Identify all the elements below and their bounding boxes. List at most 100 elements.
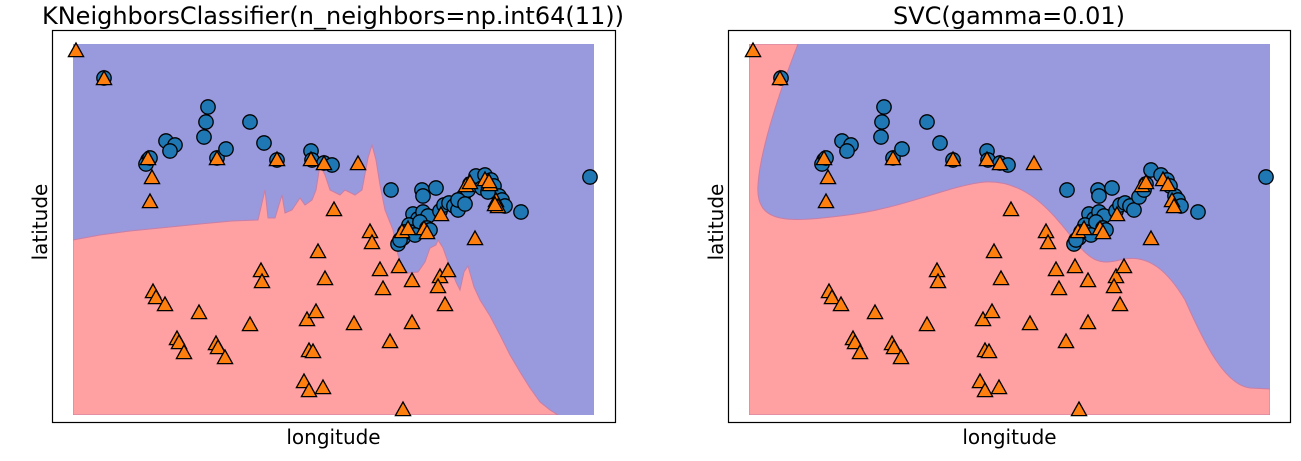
class1-triangle-marker [992,269,1010,286]
class1-triangle-marker [363,233,381,250]
class1-region [749,44,1270,415]
class1-triangle-marker [390,257,408,274]
class0-circle-marker [256,135,272,151]
class1-triangle-marker [399,219,417,236]
class1-triangle-marker [253,272,271,289]
class1-triangle-marker [1079,271,1097,288]
class0-circle-marker [513,204,529,220]
class1-triangle-marker [819,168,837,185]
class1-triangle-marker [141,192,159,209]
class1-triangle-marker [309,242,327,259]
class1-triangle-marker [371,260,389,277]
class0-circle-marker [383,182,399,198]
class1-triangle-marker [315,154,333,171]
svc-axes [727,29,1292,424]
class1-triangle-marker [823,288,841,305]
class1-triangle-marker [268,150,286,167]
class1-region [73,143,559,415]
svc-ylabel: latitude [704,183,728,261]
class1-triangle-marker [815,149,833,166]
class1-triangle-marker [884,149,902,166]
class0-circle-marker [457,196,473,212]
class1-triangle-marker [817,192,835,209]
class1-triangle-marker [1039,233,1057,250]
class0-circle-marker [218,141,234,157]
class0-circle-marker [1190,204,1206,220]
class1-triangle-marker [429,277,447,294]
class1-triangle-marker [381,332,399,349]
class0-circle-marker [873,129,889,145]
class1-triangle-marker [143,168,161,185]
class1-triangle-marker [832,295,850,312]
class1-triangle-marker [300,381,318,398]
knn-panel: KNeighborsClassifier(n_neighbors=np.int6… [8,0,658,461]
class1-triangle-marker [208,149,226,166]
class0-circle-marker [428,180,444,196]
class1-triangle-marker [1108,205,1126,222]
class0-circle-marker [196,129,212,145]
class0-circle-marker [415,188,431,204]
class1-triangle-marker [304,342,322,359]
class1-triangle-marker [209,338,227,355]
class1-triangle-marker [298,310,316,327]
knn-title: KNeighborsClassifier(n_neighbors=np.int6… [41,2,624,30]
class0-circle-marker [894,141,910,157]
class0-circle-marker [932,135,948,151]
class1-triangle-marker [851,343,869,360]
svc-title: SVC(gamma=0.01) [892,2,1126,30]
class1-triangle-marker [156,295,174,312]
class1-triangle-marker [345,314,363,331]
class1-triangle-marker [349,154,367,171]
class1-triangle-marker [846,333,864,350]
class0-circle-marker [1091,188,1107,204]
class0-circle-marker [839,143,855,159]
svc-xlabel: longitude [962,425,1057,449]
class1-triangle-marker [1075,219,1093,236]
class1-triangle-marker [1066,257,1084,274]
class1-triangle-marker [1050,279,1068,296]
class1-triangle-marker [307,302,325,319]
class1-triangle-marker [1142,229,1160,246]
class1-triangle-marker [432,205,450,222]
class1-triangle-marker [991,154,1009,171]
class1-triangle-marker [974,310,992,327]
class0-circle-marker [582,169,598,185]
class1-triangle-marker [892,348,910,365]
class0-circle-marker [242,114,258,130]
class1-triangle-marker [944,150,962,167]
class1-triangle-marker [985,242,1003,259]
class1-triangle-marker [1057,332,1075,349]
class1-triangle-marker [436,295,454,312]
class1-triangle-marker [67,41,85,58]
class1-triangle-marker [976,381,994,398]
class1-triangle-marker [439,261,457,278]
knn-xlabel: longitude [286,425,381,449]
class1-triangle-marker [1021,314,1039,331]
class1-triangle-marker [316,269,334,286]
class1-triangle-marker [302,150,320,167]
class1-triangle-marker [885,338,903,355]
class1-triangle-marker [1115,257,1133,274]
class0-circle-marker [874,114,890,130]
class1-triangle-marker [1025,154,1043,171]
class1-triangle-marker [374,279,392,296]
class1-triangle-marker [980,342,998,359]
class1-triangle-marker [170,333,188,350]
class1-triangle-marker [1047,260,1065,277]
class0-circle-marker [1258,169,1274,185]
class1-triangle-marker [1159,175,1177,192]
class1-triangle-marker [990,378,1008,395]
class1-triangle-marker [1094,223,1112,240]
class1-triangle-marker [866,303,884,320]
svc-panel: SVC(gamma=0.01) longitude latitude [684,0,1301,461]
class1-triangle-marker [241,315,259,332]
class1-triangle-marker [95,69,113,86]
class1-triangle-marker [216,348,234,365]
class1-triangle-marker [929,272,947,289]
class0-circle-marker [876,99,892,115]
class1-triangle-marker [175,343,193,360]
class1-triangle-marker [394,400,412,417]
class1-triangle-marker [983,302,1001,319]
class0-circle-marker [919,114,935,130]
